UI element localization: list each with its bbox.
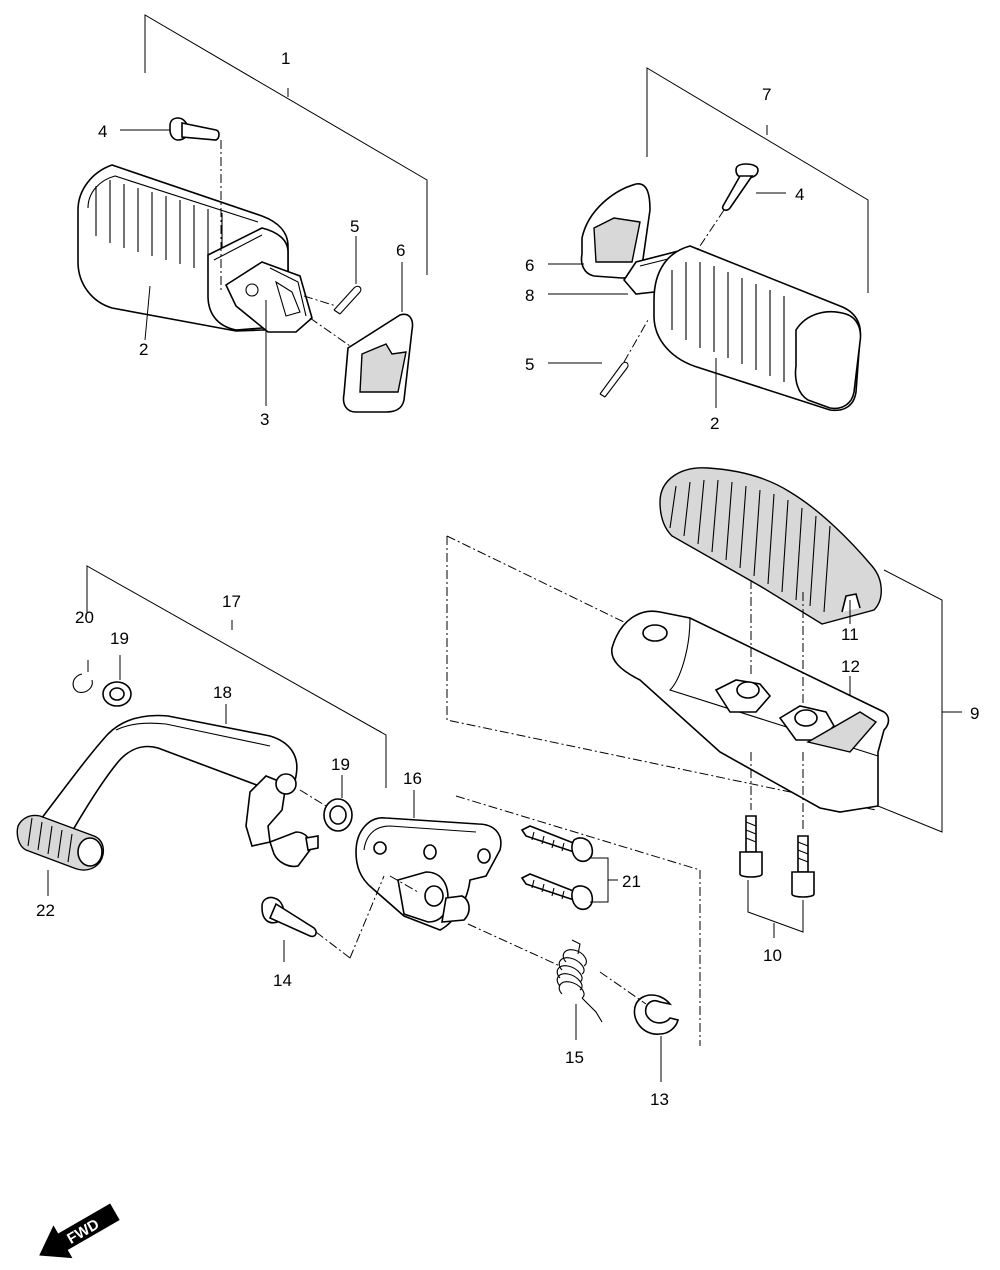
bolts-group-10: [739, 815, 815, 938]
fwd-arrow-icon: FWD: [39, 1203, 120, 1259]
callout-8: 8: [525, 286, 534, 305]
callout-2-left: 2: [139, 340, 148, 359]
callout-14: 14: [273, 971, 292, 990]
callout-13: 13: [650, 1090, 669, 1109]
torsion-spring-15: [556, 939, 603, 1040]
callout-leaders: [47, 129, 851, 896]
callout-5-right: 5: [525, 355, 534, 374]
callout-4-right: 4: [795, 185, 804, 204]
washer-19a: [102, 655, 132, 707]
callout-labels: 1 2 2 3 4 4 5 5 6 6 7 8 9 10 11 12 13 14…: [36, 49, 979, 1109]
callout-3: 3: [260, 410, 269, 429]
washer-19b: [299, 775, 353, 832]
circlip-20: [72, 660, 93, 693]
footrest-bracket-left: [224, 261, 313, 333]
footrest-bracket-rear: [446, 535, 890, 832]
callout-4-left: 4: [98, 122, 107, 141]
callout-1: 1: [281, 49, 290, 68]
callout-6-left: 6: [396, 241, 405, 260]
footrest-rubber-rear: [659, 467, 882, 625]
footrest-rubber-right: [653, 245, 862, 412]
cotter-pin-left: [303, 285, 362, 315]
callout-11: 11: [841, 625, 859, 644]
clevis-pin-right: [695, 163, 759, 253]
callout-15: 15: [565, 1048, 584, 1067]
reflector-plate-left: [309, 313, 414, 413]
callout-19-right: 19: [331, 755, 350, 774]
callout-9: 9: [970, 704, 979, 723]
callout-21: 21: [622, 872, 641, 891]
callout-10: 10: [763, 946, 782, 965]
callout-20: 20: [75, 608, 94, 627]
callout-6-right: 6: [525, 256, 534, 275]
callout-19-left: 19: [110, 629, 129, 648]
group-17-leader: [86, 565, 387, 788]
callout-5-left: 5: [350, 217, 359, 236]
pedal-rubber-22: [16, 814, 105, 871]
cotter-pin-right: [599, 319, 649, 398]
group-1-leader: [144, 14, 428, 275]
bolts-group-21: [520, 825, 618, 911]
callout-18: 18: [213, 683, 232, 702]
callout-16: 16: [403, 769, 422, 788]
clevis-pin-left: [169, 117, 222, 292]
pivot-bracket-16: [349, 790, 701, 1046]
callout-2-right: 2: [710, 414, 719, 433]
callout-7: 7: [762, 85, 771, 104]
callout-17: 17: [222, 592, 241, 611]
pin-14: [261, 896, 351, 962]
callout-22: 22: [36, 901, 55, 920]
group-7-leader: [646, 67, 869, 293]
e-clip-13: [599, 971, 679, 1082]
group-9-leader: [877, 569, 962, 833]
callout-12: 12: [841, 657, 860, 676]
brake-pedal-arm: [26, 714, 319, 868]
reflector-plate-right: [580, 183, 651, 279]
